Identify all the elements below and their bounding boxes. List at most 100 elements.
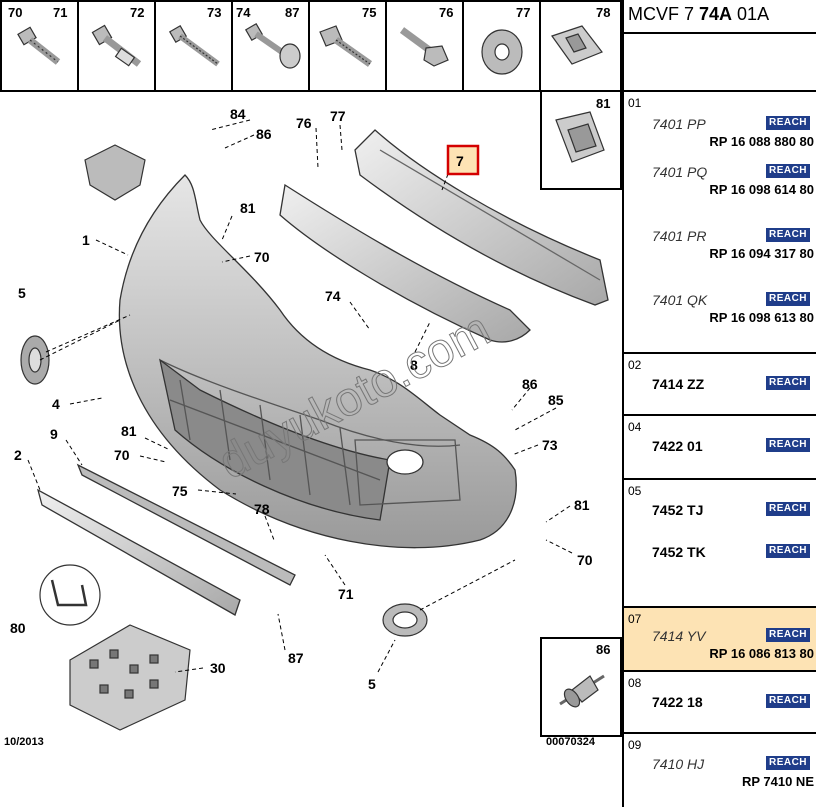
callout-70a[interactable]: 70 xyxy=(254,249,270,265)
reach-badge: REACH xyxy=(766,228,810,242)
part-row-09[interactable]: 09 7410 HJ REACH RP 7410 NE xyxy=(624,734,816,800)
callout-8[interactable]: 8 xyxy=(410,357,418,373)
row-index: 09 xyxy=(628,738,642,752)
callout-75[interactable]: 75 xyxy=(172,483,188,499)
part-code: 7401 QK xyxy=(652,292,708,308)
callout-81b[interactable]: 81 xyxy=(121,423,137,439)
clip-nut-78-icon xyxy=(551,25,603,65)
screw-72-icon xyxy=(91,24,142,67)
reach-badge: REACH xyxy=(766,756,810,770)
callout-73[interactable]: 73 xyxy=(542,437,558,453)
callout-1[interactable]: 1 xyxy=(82,232,90,248)
callout-71[interactable]: 71 xyxy=(338,586,354,602)
callout-80[interactable]: 80 xyxy=(10,620,26,636)
reach-badge: REACH xyxy=(766,376,810,390)
reach-badge: REACH xyxy=(766,694,810,708)
callout-84[interactable]: 84 xyxy=(230,106,246,122)
footer-date: 10/2013 xyxy=(4,736,44,748)
screw-70-icon xyxy=(17,26,61,65)
part-code: 7452 TK xyxy=(652,544,706,560)
reach-badge: REACH xyxy=(766,164,810,178)
parts-diagram: 70 71 72 73 74 87 75 76 77 78 xyxy=(0,0,624,807)
row-index: 02 xyxy=(628,358,642,372)
callout-9[interactable]: 9 xyxy=(50,426,58,442)
cell-label-73: 73 xyxy=(207,5,221,20)
diagram-canvas: 70 71 72 73 74 87 75 76 77 78 xyxy=(0,0,622,737)
footer-reference: 00070324 xyxy=(546,736,595,748)
cell-label-72: 72 xyxy=(130,5,144,20)
beam-part-7-illustration xyxy=(354,129,609,306)
part-reference: RP 16 098 613 80 xyxy=(709,310,814,325)
absorber-part-8-illustration xyxy=(279,183,531,343)
cell-label-87: 87 xyxy=(285,5,299,20)
cell-label-70: 70 xyxy=(8,5,22,20)
callout-86b[interactable]: 86 xyxy=(522,376,538,392)
part-reference: RP 16 088 880 80 xyxy=(709,134,814,149)
row-index: 07 xyxy=(628,612,642,626)
reach-badge: REACH xyxy=(766,116,810,130)
inset-81-label: 81 xyxy=(596,96,610,111)
kit-30-illustration xyxy=(69,624,191,731)
part-reference: RP 7410 NE xyxy=(741,774,814,789)
catalog-header: MCVF 7 74A 01A xyxy=(624,0,816,34)
row-index: 08 xyxy=(628,676,642,690)
callout-85[interactable]: 85 xyxy=(548,392,564,408)
cell-label-77: 77 xyxy=(516,5,530,20)
bumper-body-illustration xyxy=(118,174,517,549)
callout-81a[interactable]: 81 xyxy=(240,200,256,216)
part-row-07[interactable]: 07 7414 YV REACH RP 16 086 813 80 xyxy=(624,608,816,672)
header-spacer xyxy=(624,34,816,92)
screw-73-icon xyxy=(168,24,220,67)
rivet-86-icon xyxy=(559,674,605,708)
clip-81-icon xyxy=(555,111,605,163)
callout-70c[interactable]: 70 xyxy=(577,552,593,568)
part-reference: RP 16 098 614 80 xyxy=(709,182,814,197)
row-index: 01 xyxy=(628,96,642,110)
leader-lines xyxy=(27,119,573,673)
part-code: 7414 ZZ xyxy=(652,376,705,392)
callout-4[interactable]: 4 xyxy=(52,396,60,412)
screw-74-87-icon xyxy=(244,22,301,69)
part-row-01[interactable]: 01 7401 PP REACH RP 16 088 880 80 7401 P… xyxy=(624,92,816,354)
callout-30[interactable]: 30 xyxy=(210,660,226,676)
bracket-80-illustration xyxy=(39,564,101,626)
bolt-76-icon xyxy=(399,27,449,67)
callout-77[interactable]: 77 xyxy=(330,108,346,124)
callout-5a[interactable]: 5 xyxy=(18,285,26,301)
part-row-05[interactable]: 05 7452 TJ REACH 7452 TK REACH xyxy=(624,480,816,608)
lower-trim-illustration xyxy=(36,463,296,616)
part-reference: RP 16 086 813 80 xyxy=(709,646,814,661)
reach-badge: REACH xyxy=(766,292,810,306)
bracket-84-illustration xyxy=(84,144,146,201)
reach-badge: REACH xyxy=(766,544,810,558)
header-prefix: MCVF 7 xyxy=(628,4,700,24)
cell-label-75: 75 xyxy=(362,5,376,20)
part-code: 7422 18 xyxy=(652,694,703,710)
washer-77-icon xyxy=(481,29,523,75)
highlight-box[interactable] xyxy=(446,144,480,176)
callout-7[interactable]: 7 xyxy=(456,153,464,169)
part-reference: RP 16 094 317 80 xyxy=(709,246,814,261)
cell-label-71: 71 xyxy=(53,5,67,20)
callout-74[interactable]: 74 xyxy=(325,288,341,304)
callout-81c[interactable]: 81 xyxy=(574,497,590,513)
part-row-08[interactable]: 08 7422 18 REACH xyxy=(624,672,816,734)
callout-78[interactable]: 78 xyxy=(254,501,270,517)
callout-87[interactable]: 87 xyxy=(288,650,304,666)
header-suffix: 01A xyxy=(732,4,770,24)
cell-label-78: 78 xyxy=(596,5,610,20)
part-row-02[interactable]: 02 7414 ZZ REACH xyxy=(624,354,816,416)
part-code: 7410 HJ xyxy=(652,756,705,772)
callout-70b[interactable]: 70 xyxy=(114,447,130,463)
callout-5b[interactable]: 5 xyxy=(368,676,376,692)
part-code: 7401 PR xyxy=(652,228,707,244)
callout-76[interactable]: 76 xyxy=(296,115,312,131)
cell-label-76: 76 xyxy=(439,5,453,20)
part-row-04[interactable]: 04 7422 01 REACH xyxy=(624,416,816,480)
reach-badge: REACH xyxy=(766,438,810,452)
reach-badge: REACH xyxy=(766,628,810,642)
callout-2[interactable]: 2 xyxy=(14,447,22,463)
part-code: 7422 01 xyxy=(652,438,703,454)
callout-86a[interactable]: 86 xyxy=(256,126,272,142)
part-code: 7452 TJ xyxy=(652,502,704,518)
